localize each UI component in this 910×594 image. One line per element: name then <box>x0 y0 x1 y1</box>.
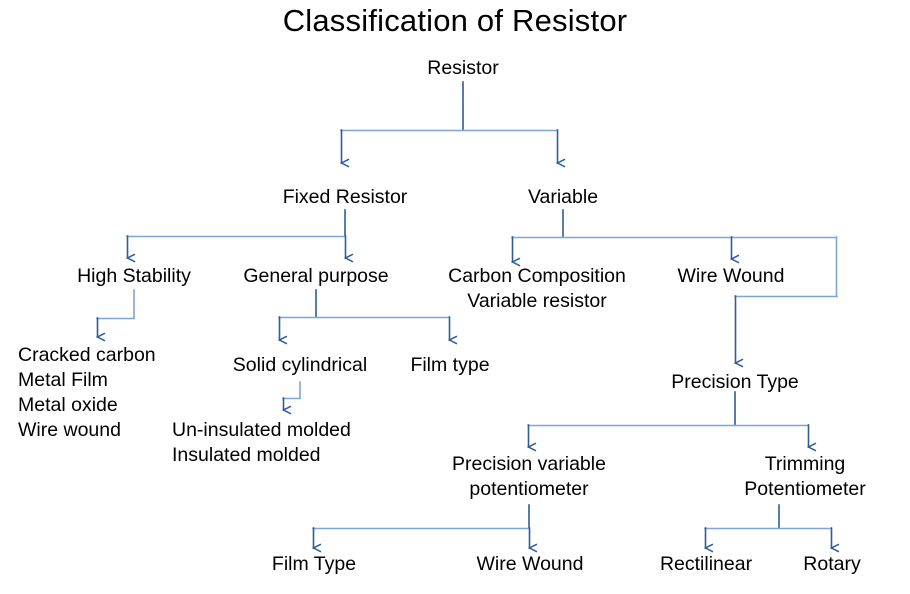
node-solid-cylindrical: Solid cylindrical <box>232 354 368 376</box>
node-high-stability-list: Cracked carbon Metal Film Metal oxide Wi… <box>18 344 156 441</box>
node-precision-type: Precision Type <box>671 371 799 393</box>
node-high-stability: High Stability <box>77 265 191 287</box>
node-rotary: Rotary <box>803 553 861 575</box>
node-wire-wound-precision: Wire Wound <box>476 553 584 575</box>
page-title: Classification of Resistor <box>282 3 628 38</box>
node-film-type-general: Film type <box>410 354 490 376</box>
node-trimming-potentiometer: Trimming Potentiometer <box>744 453 866 500</box>
node-precision-variable-potentiometer: Precision variable potentiometer <box>452 453 606 500</box>
node-rectilinear: Rectilinear <box>659 553 753 575</box>
node-general-purpose: General purpose <box>243 265 389 287</box>
node-wire-wound-variable: Wire Wound <box>677 265 785 287</box>
node-molded-list: Un-insulated molded Insulated molded <box>172 419 351 466</box>
node-carbon-composition: Carbon Composition Variable resistor <box>448 265 626 312</box>
node-film-type-precision: Film Type <box>271 553 357 575</box>
node-resistor: Resistor <box>427 57 499 79</box>
node-variable: Variable <box>527 186 599 208</box>
node-fixed-resistor: Fixed Resistor <box>282 186 408 208</box>
